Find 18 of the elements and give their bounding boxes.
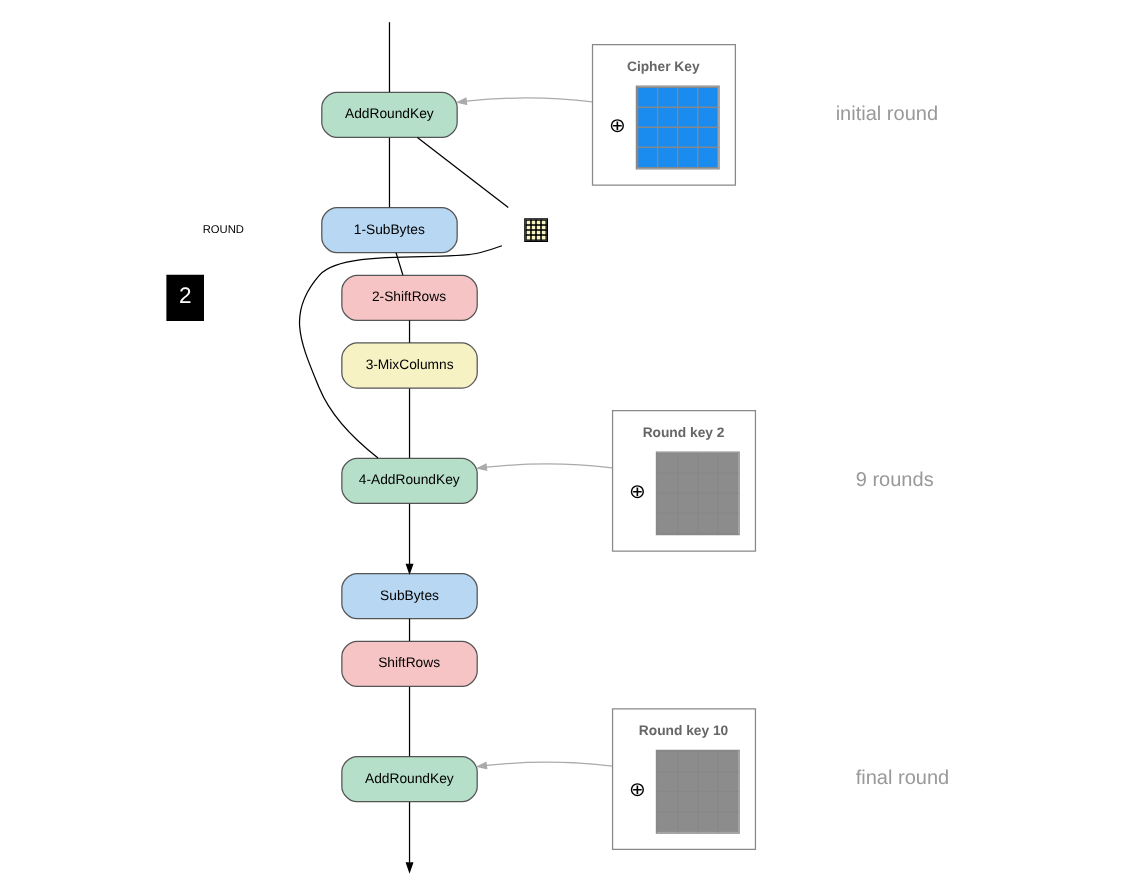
connector bbox=[388, 21, 391, 93]
label: 9 rounds bbox=[855, 469, 934, 492]
label: final round bbox=[855, 767, 950, 790]
arrow bbox=[475, 463, 613, 472]
arrow bbox=[455, 97, 593, 106]
label: 2 bbox=[178, 285, 192, 310]
connector bbox=[395, 252, 404, 276]
arrow bbox=[405, 503, 414, 576]
connector bbox=[408, 319, 411, 344]
arrow bbox=[475, 761, 613, 770]
connector bbox=[408, 387, 411, 459]
connector bbox=[298, 245, 503, 459]
connector bbox=[388, 137, 391, 208]
arrow bbox=[405, 801, 414, 874]
connector bbox=[408, 618, 411, 642]
connector bbox=[408, 686, 411, 757]
connector bbox=[416, 137, 509, 209]
label: initial round bbox=[835, 103, 939, 126]
